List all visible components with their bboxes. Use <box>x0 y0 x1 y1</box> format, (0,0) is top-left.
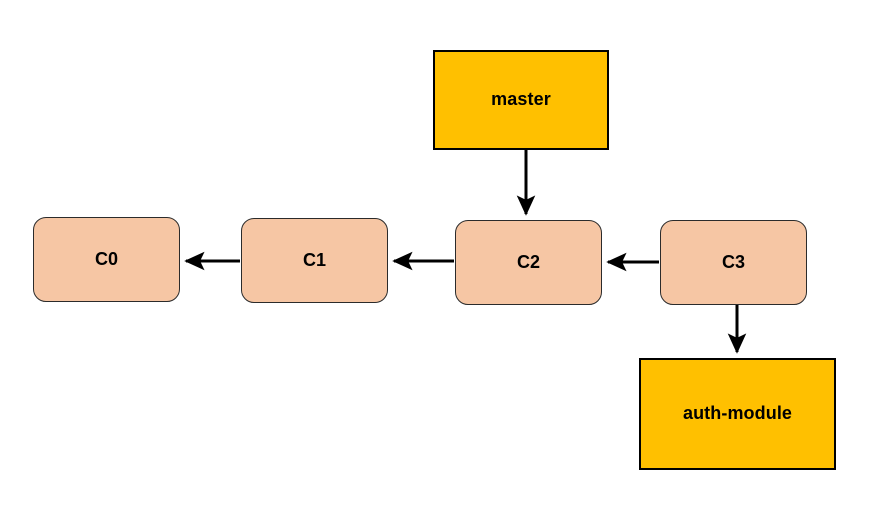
commit-node-c0[interactable]: C0 <box>33 217 180 302</box>
commit-label-c0: C0 <box>94 248 118 269</box>
commit-node-c1[interactable]: C1 <box>241 218 388 303</box>
commit-label-c2: C2 <box>516 251 540 272</box>
commit-label-c3: C3 <box>721 251 745 272</box>
commit-node-c3[interactable]: C3 <box>660 220 807 305</box>
branch-label-auth-module: auth-module <box>682 403 793 424</box>
branch-node-auth-module[interactable]: auth-module <box>639 358 836 470</box>
branch-label-master: master <box>491 89 551 110</box>
branch-node-master[interactable]: master <box>433 50 609 150</box>
commit-node-c2[interactable]: C2 <box>455 220 602 305</box>
commit-label-c1: C1 <box>302 249 326 270</box>
